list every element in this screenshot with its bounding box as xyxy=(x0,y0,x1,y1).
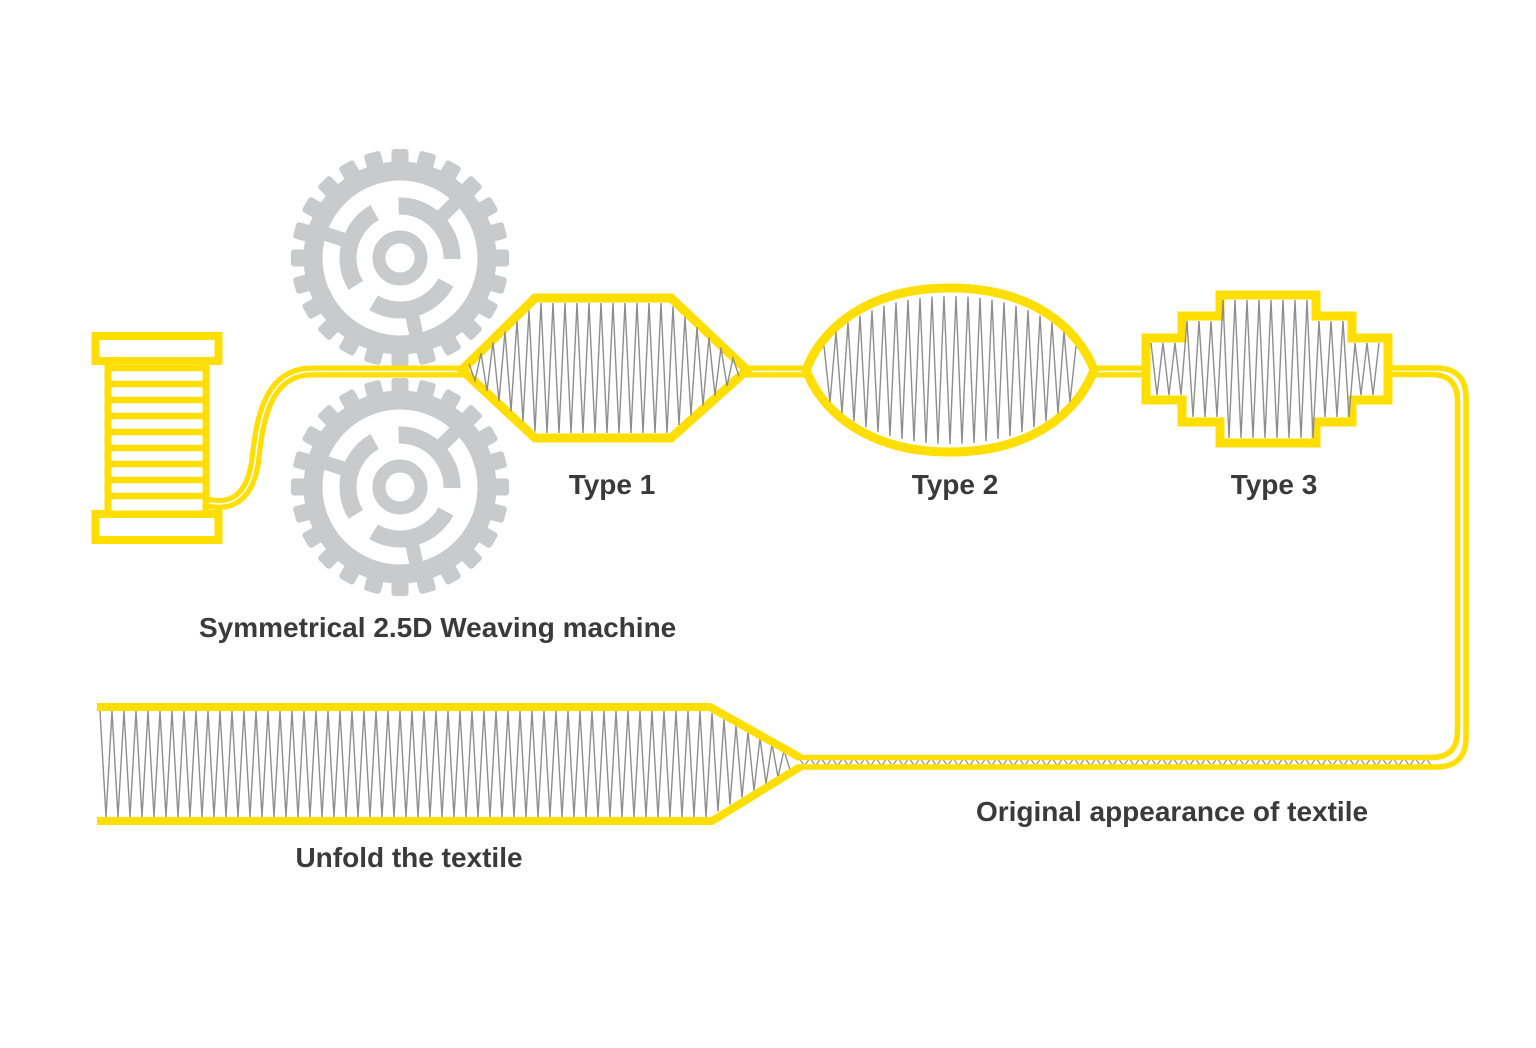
return-thread-inner-strand xyxy=(798,371,1461,761)
textile-band xyxy=(97,703,803,825)
return-thread xyxy=(798,365,1469,770)
labels: Type 1 Type 2 Type 3 Symmetrical 2.5D We… xyxy=(199,469,1368,873)
gear-broken-ring xyxy=(339,426,461,548)
thread-path xyxy=(193,365,1392,510)
gear-rim xyxy=(303,161,497,355)
textile-band-weave-zigzag xyxy=(99,710,791,818)
type3-outline xyxy=(1141,290,1393,448)
type2-label: Type 2 xyxy=(912,469,999,500)
gear-hub xyxy=(372,459,428,515)
original-label: Original appearance of textile xyxy=(976,796,1368,827)
gear-top-icon xyxy=(291,149,509,367)
type2-weave-zigzag xyxy=(823,296,1077,445)
spool-windings xyxy=(108,364,206,500)
spool-bottom-flange xyxy=(91,510,223,544)
type1-shape xyxy=(455,293,754,443)
type3-shape xyxy=(1141,290,1393,448)
gear-hub xyxy=(372,230,428,286)
gear-broken-ring xyxy=(339,197,461,319)
type1-weave-zigzag xyxy=(468,302,740,434)
gear-bottom-icon xyxy=(291,378,509,596)
machine-label: Symmetrical 2.5D Weaving machine xyxy=(199,612,676,643)
gear-rim xyxy=(303,390,497,584)
spool-icon xyxy=(91,332,223,544)
type1-label: Type 1 xyxy=(569,469,656,500)
type2-outline xyxy=(801,283,1099,457)
unfold-label: Unfold the textile xyxy=(295,842,522,873)
textile-band-top-edge xyxy=(97,703,802,761)
type3-weave-zigzag xyxy=(1150,299,1380,439)
return-thread-outer-strand xyxy=(798,365,1469,770)
spool-top-flange xyxy=(91,332,223,365)
type2-shape xyxy=(801,283,1099,457)
main-thread-slit xyxy=(195,370,1392,505)
type3-label: Type 3 xyxy=(1231,469,1318,500)
textile-band-bottom-edge xyxy=(97,763,803,825)
